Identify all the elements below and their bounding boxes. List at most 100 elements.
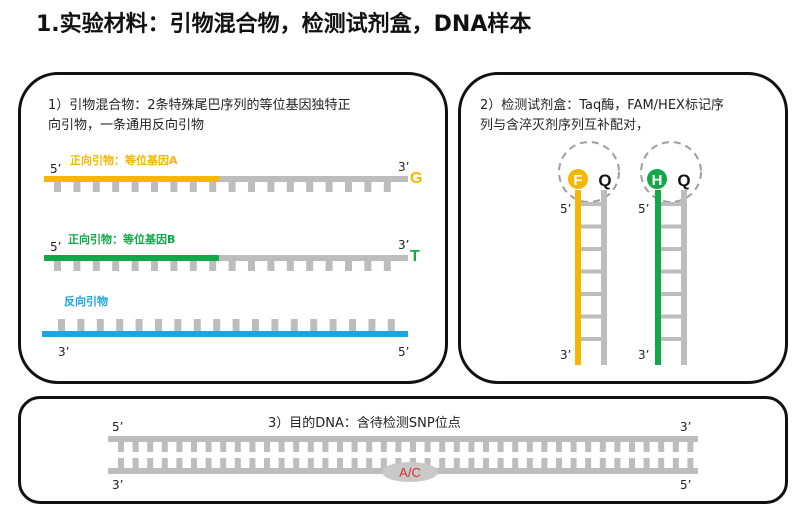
- fam-probe-rung: [581, 269, 601, 274]
- reverse-primer-base-tooth: [116, 319, 124, 331]
- reverse-primer-base-tooth: [135, 319, 143, 331]
- primer-a-allele-strand: [44, 176, 219, 182]
- primer-b-base-tooth: [286, 261, 294, 271]
- primer-a-three-prime: 3’: [398, 160, 410, 174]
- target-bottom-base: [264, 458, 270, 468]
- target-bottom-base: [278, 458, 285, 468]
- primer-a-base-tooth: [364, 182, 372, 192]
- reverse-primer-base-tooth: [329, 319, 337, 331]
- target-bottom-base: [380, 458, 387, 468]
- primer-b-base-tooth: [267, 261, 275, 271]
- target-bottom-base: [570, 458, 577, 468]
- target-top-base: [687, 442, 694, 452]
- target-bottom-three-prime: 3’: [112, 478, 124, 492]
- target-top-base: [132, 442, 139, 452]
- target-top-base: [380, 442, 387, 452]
- hex-probe-three-prime: 3’: [638, 348, 650, 362]
- target-bottom-base: [526, 458, 533, 468]
- reverse-primer-base-tooth: [387, 319, 395, 331]
- primer-a-base-tooth: [345, 182, 352, 192]
- primer-a-teeth: [54, 182, 391, 192]
- target-top-base: [366, 442, 373, 452]
- primer-mix-text-line1: 1）引物混合物：2条特殊尾巴序列的等位基因独特正: [48, 98, 351, 113]
- primer-b-base-tooth: [131, 261, 139, 271]
- target-bottom-base: [161, 458, 168, 468]
- target-bottom-base: [366, 458, 373, 468]
- hex-quencher-dashed-circle: [640, 141, 702, 203]
- primer-a-base-tooth: [112, 182, 120, 192]
- detection-kit-text-line1: 2）检测试剂盒：Taq酶，FAM/HEX标记序: [480, 98, 724, 113]
- primer-a-label: 正向引物：等位基因A: [70, 154, 178, 167]
- primer-a-base-tooth: [383, 182, 391, 192]
- target-top-base: [351, 442, 358, 452]
- hex-probe-rung: [661, 292, 681, 296]
- target-top-base: [453, 442, 460, 452]
- fam-probe-rung: [581, 337, 601, 341]
- target-top-base: [658, 442, 665, 452]
- fam-probe-rung: [581, 292, 601, 296]
- reverse-primer-base-tooth: [58, 319, 65, 331]
- target-top-base: [512, 442, 519, 452]
- primer-b-base-tooth: [189, 261, 197, 271]
- target-top-base: [570, 442, 577, 452]
- target-top-three-prime: 3’: [680, 420, 692, 434]
- fam-probe-rung: [581, 247, 601, 251]
- target-bottom-base: [191, 458, 197, 468]
- reverse-five-prime: 5’: [398, 345, 410, 359]
- reverse-primer-base-tooth: [193, 319, 201, 331]
- detection-kit-panel: [458, 72, 788, 384]
- fam-quencher-letter: Q: [598, 171, 611, 190]
- target-bottom-base: [147, 458, 154, 468]
- reverse-primer-base-tooth: [290, 319, 298, 331]
- target-bottom-base: [118, 458, 124, 468]
- target-top-base: [643, 442, 650, 452]
- target-top-base: [672, 442, 679, 452]
- reverse-primer-teeth: [58, 319, 395, 331]
- primer-b-nucleotide: T: [410, 248, 420, 265]
- primer-a-base-tooth: [151, 182, 158, 192]
- target-top-strand: [108, 436, 698, 442]
- reverse-primer-base-tooth: [174, 319, 182, 331]
- target-top-base: [322, 442, 329, 452]
- primer-b-label: 正向引物：等位基因B: [68, 233, 176, 246]
- target-bottom-base: [424, 458, 431, 468]
- primer-a-base-tooth: [54, 182, 61, 192]
- primer-b-five-prime: 5’: [50, 240, 62, 254]
- hex-probe-rung: [661, 269, 681, 274]
- target-bottom-base: [541, 458, 548, 468]
- hex-probe-rung: [661, 247, 681, 251]
- snp-site-label: A/C: [399, 465, 421, 480]
- snp-site-marker: [382, 462, 438, 482]
- target-bottom-base: [672, 458, 679, 468]
- reverse-primer-strand: [42, 331, 408, 337]
- target-bottom-base: [658, 458, 665, 468]
- primer-b-base-tooth: [112, 261, 120, 271]
- target-top-base: [497, 442, 504, 452]
- hex-probe: H Q: [640, 141, 702, 365]
- fam-probe-rung: [581, 224, 601, 229]
- fam-fluorophore-icon: [568, 169, 588, 189]
- primer-b-allele-strand: [44, 255, 219, 261]
- fam-probe-five-prime: 5’: [560, 202, 572, 216]
- target-top-base: [176, 442, 183, 452]
- target-bottom-base: [351, 458, 358, 468]
- fam-probe-rung: [581, 202, 601, 206]
- reverse-primer-base-tooth: [271, 319, 279, 331]
- target-top-base: [278, 442, 285, 452]
- primer-b-base-tooth: [92, 261, 100, 271]
- target-bottom-base: [453, 458, 460, 468]
- reverse-primer-base-tooth: [155, 319, 162, 331]
- target-bottom-base: [439, 458, 446, 468]
- target-bottom-base: [497, 458, 504, 468]
- target-bottom-base: [643, 458, 650, 468]
- target-top-base: [439, 442, 446, 452]
- target-top-base: [468, 442, 475, 452]
- target-bottom-base: [585, 458, 592, 468]
- target-top-base: [614, 442, 621, 452]
- primer-a-base-tooth: [267, 182, 275, 192]
- target-top-base: [585, 442, 592, 452]
- page-title: 1.实验材料：引物混合物，检测试剂盒，DNA样本: [36, 12, 532, 37]
- target-bottom-base: [337, 458, 343, 468]
- target-bottom-base: [556, 458, 562, 468]
- fam-quencher-dashed-circle: [558, 141, 620, 203]
